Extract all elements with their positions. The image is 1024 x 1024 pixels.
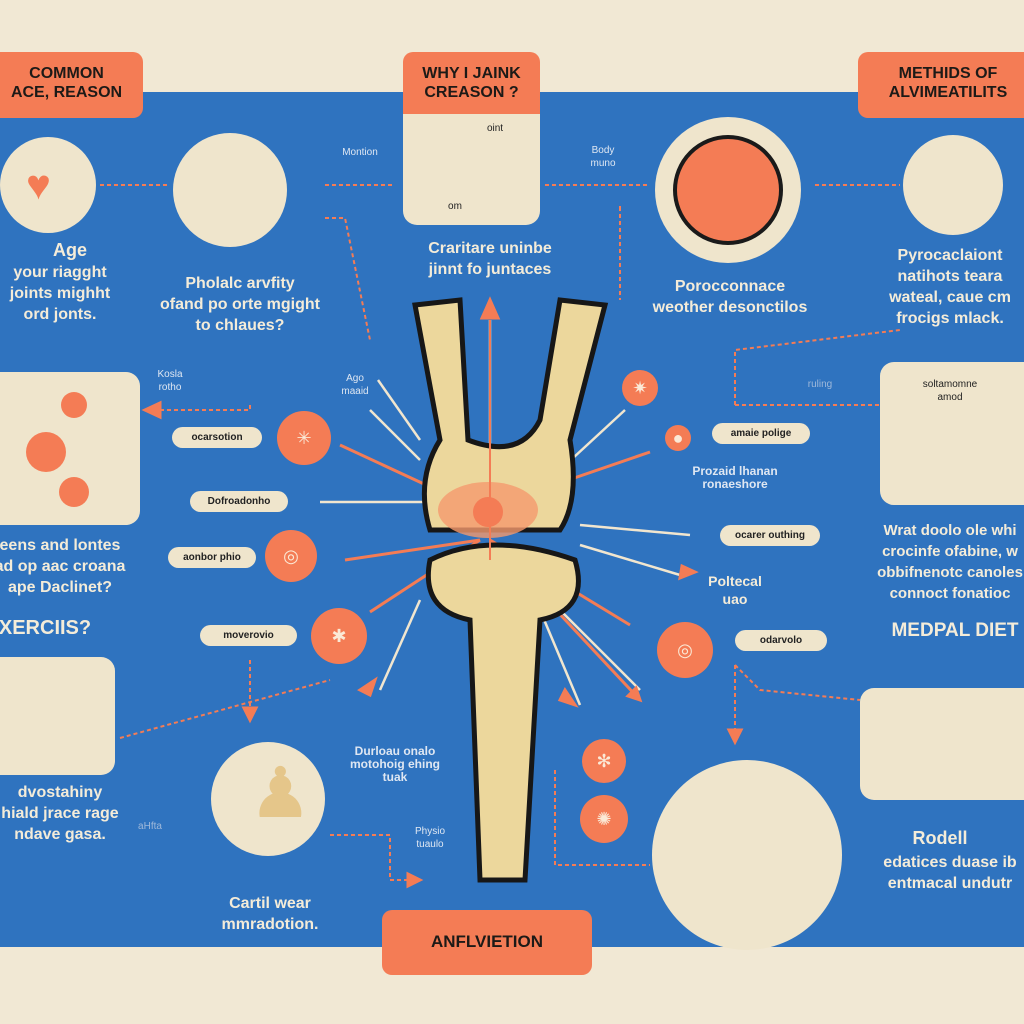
- pill-label: moverovio: [200, 625, 297, 646]
- exercise-card: [0, 657, 115, 775]
- header-why: WHY I JAINK CREASON ?: [403, 52, 540, 114]
- dot-icon: ●: [665, 425, 691, 451]
- exercise-title: XERCIIS?: [0, 617, 92, 639]
- fruit-icon: [61, 392, 87, 418]
- broken-heart-circle: ♥: [0, 137, 96, 233]
- label-ruling: ruling: [807, 379, 833, 390]
- label-soltame: soltamomne amod: [922, 379, 978, 403]
- porous-text: Porocconnace weother desonctilos: [652, 278, 808, 316]
- broken-heart-icon: ♥: [26, 161, 51, 208]
- pyroca-text: Pyrocaclaiont natihots teara wateal, cau…: [889, 247, 1011, 327]
- header-methods: METHIDS OF ALVIMEATILITS: [858, 52, 1024, 118]
- fruit-icon: [26, 432, 66, 472]
- pill-label: amaie polige: [712, 423, 810, 444]
- pill-label: ocarer outhing: [720, 525, 820, 546]
- whats-text: Wrat doolo ole whi crocinfe ofabine, w o…: [877, 522, 1023, 602]
- pill-label: ocarsotion: [172, 427, 262, 448]
- age-text: your riagght joints mighht ord jonts.: [9, 264, 111, 323]
- fruit-card: [0, 372, 140, 525]
- label-ago: Ago maaid: [341, 373, 369, 397]
- fiber-icon: ✱: [311, 608, 367, 664]
- label-kosla: Kosla rotho: [157, 369, 183, 393]
- rodell-title: Rodell: [912, 828, 968, 848]
- finger-joint-circle: [903, 135, 1003, 235]
- cartil-wear-text: Cartil wear mmradotion.: [221, 895, 319, 933]
- durlon-text: Durloau onalo motohoig ehing tuak: [350, 744, 440, 784]
- age-title: Age: [52, 240, 87, 260]
- pill-label: Dofroadonho: [190, 491, 288, 512]
- header-text: COMMON ACE, REASON: [10, 65, 123, 101]
- leg-joint-card: [860, 688, 1024, 800]
- label-oint: oint: [486, 123, 504, 134]
- label-monton: Montion: [342, 147, 378, 158]
- footer-text: ANFLVIETION: [430, 932, 544, 951]
- body-circle: ♟: [211, 742, 325, 856]
- finger-bones-card: [880, 362, 1024, 505]
- fruit-text: eens and lontes ad op aac croana ape Dac…: [0, 537, 126, 596]
- label-body-mune: Body muno: [590, 145, 616, 169]
- target-icon: ◎: [265, 530, 317, 582]
- joint-icon: [673, 135, 783, 245]
- flower-icon: ✻: [582, 739, 626, 783]
- label-physio: Physio tuaulo: [414, 826, 445, 850]
- rodell-text: edatices duase ib entmacal undutr: [883, 854, 1017, 892]
- burst-icon: ✷: [622, 370, 658, 406]
- cell-icon: ✳: [277, 411, 331, 465]
- prozaid-text: Prozaid lhanan ronaeshore: [692, 464, 778, 491]
- poltecal-text: Poltecal uao: [708, 573, 762, 607]
- pill-label: aonbor phio: [168, 547, 256, 568]
- fruit-icon: [59, 477, 89, 507]
- medpal-diet-title: MEDPAL DIET: [891, 620, 1019, 641]
- molecules-circle: [652, 760, 842, 950]
- pill-label: odarvolo: [735, 630, 827, 651]
- header-common-reason: COMMON ACE, REASON: [0, 52, 143, 118]
- footer-label: ANFLVIETION: [382, 910, 592, 975]
- sun-icon: ✺: [580, 795, 628, 843]
- label-ahfta: aHfta: [138, 821, 162, 832]
- cartilage-text: Craritare uninbe jinnt fo juntaces: [428, 240, 552, 278]
- header-text: METHIDS OF ALVIMEATILITS: [888, 65, 1008, 101]
- ring-icon: ◎: [657, 622, 713, 678]
- header-text: WHY I JAINK CREASON ?: [422, 65, 521, 101]
- activity-text: Pholalc arvfity ofand po orte mgight to …: [160, 275, 320, 334]
- exercise-text: dvostahiny hiald jrace rage ndave gasa.: [1, 784, 119, 843]
- human-body-icon: ♟: [249, 754, 312, 832]
- knee-circle: [173, 133, 287, 247]
- joint-closeup-circle: [655, 117, 801, 263]
- label-om: om: [448, 201, 462, 212]
